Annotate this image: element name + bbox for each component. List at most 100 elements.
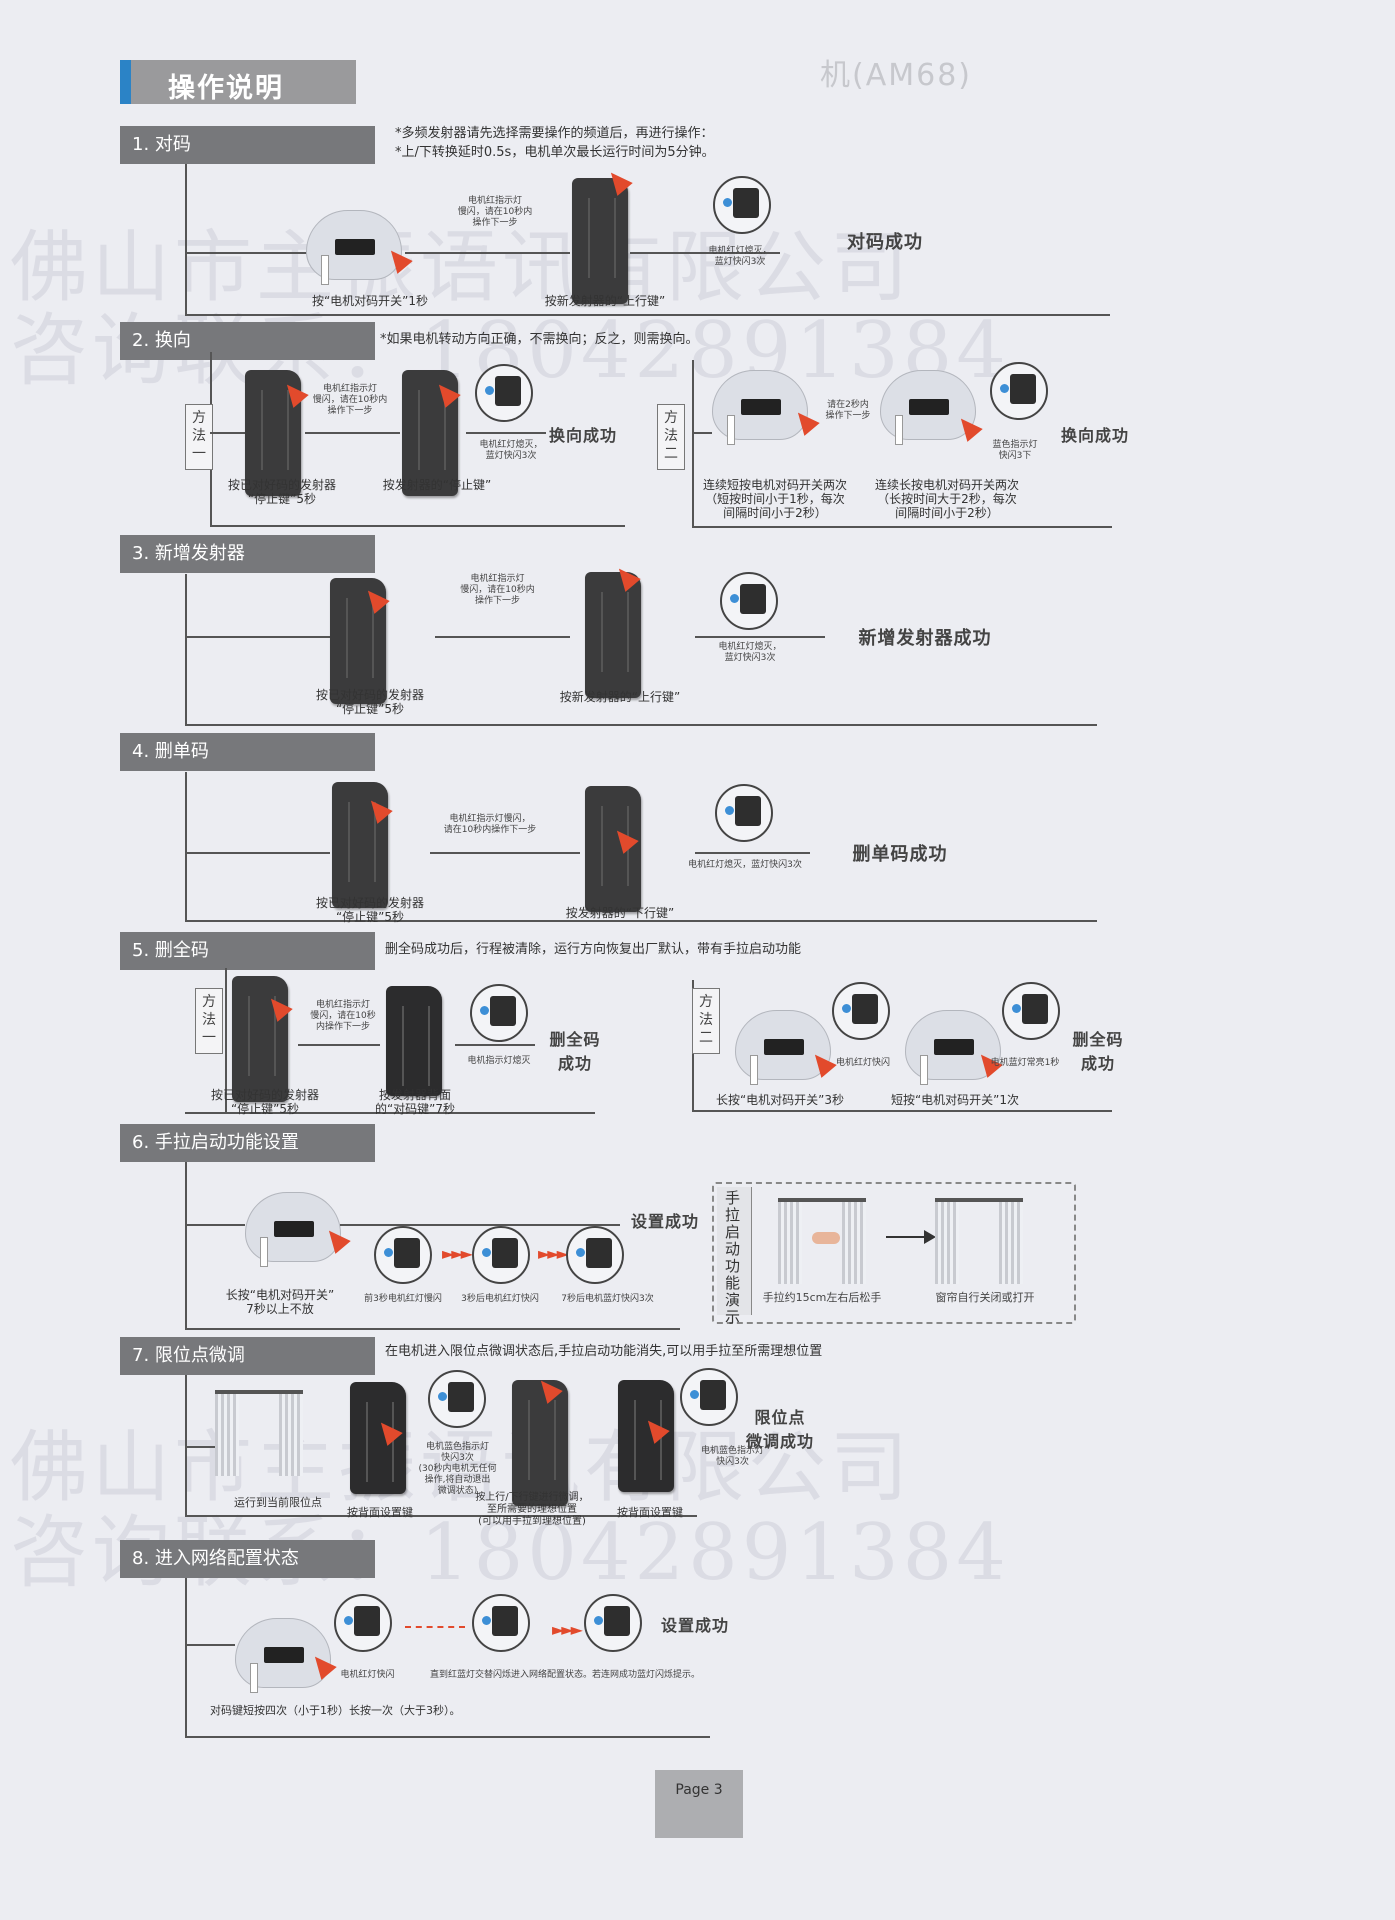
s5b-caption-2: 短按“电机对码开关”1次 [890, 1093, 1020, 1107]
s5a-status-text: 电机指示灯熄灭 [467, 1056, 531, 1066]
s7-status-2-text: 电机蓝色指示灯 快闪3次 [700, 1446, 764, 1467]
s1-motor-icon [306, 210, 402, 285]
s5-note: 删全码成功后，行程被清除，运行方向恢复出厂默认，带有手拉启动功能 [385, 942, 802, 957]
section-6-header: 6. 手拉启动功能设置 [120, 1124, 375, 1162]
s3-remote-1-icon [330, 578, 386, 704]
s8-indicator-1-icon [334, 1594, 392, 1652]
s5b-success-text: 删全码 成功 [1072, 1030, 1124, 1073]
s1-indicator-icon [713, 176, 771, 234]
s5b-motor-2-icon [905, 1010, 1001, 1085]
s5b-status-2-text: 电机蓝灯常亮1秒 [990, 1058, 1060, 1068]
s5b-indicator-2-icon [1002, 982, 1060, 1040]
s6-curtain-open-icon [935, 1198, 1023, 1288]
header-ghost-text: 机(AM68) [820, 58, 972, 93]
s1-caption-1: 按“电机对码开关”1秒 [311, 294, 429, 308]
s5a-indicator-icon [470, 984, 528, 1042]
s8-status-2-text: 直到红蓝灯交替闪烁进入网络配置状态。若连网成功蓝灯闪烁提示。 [430, 1670, 701, 1680]
s7-indicator-2-icon [680, 1368, 738, 1426]
s5a-caption-2: 按发射器背面 的“对码键”7秒 [374, 1088, 456, 1116]
s5a-remote-back-icon [386, 986, 442, 1096]
s4-remote-1-icon [332, 782, 388, 908]
s6-next-2-icon: ►►► [538, 1244, 569, 1263]
page-number-box: Page 3 [655, 1770, 743, 1838]
s3-remote-2-icon [585, 572, 641, 698]
s7-caption-2: 按背面设置键 [347, 1506, 413, 1519]
section-8-header: 8. 进入网络配置状态 [120, 1540, 375, 1578]
s7-curtain-icon [215, 1390, 303, 1480]
s6-demo-box [712, 1182, 1076, 1324]
s1-note2: *上/下转换延时0.5s，电机单次最长运行时间为5分钟。 [395, 145, 715, 160]
s2b-motor-2-icon [880, 370, 976, 445]
s4-indicator-icon [715, 784, 773, 842]
s5a-mid-text: 电机红指示灯 慢闪，请在10秒 内操作下一步 [310, 1000, 376, 1032]
s4-success-text: 删单码成功 [852, 844, 948, 865]
s4-status-text: 电机红灯熄灭，蓝灯快闪3次 [688, 860, 802, 870]
s4-caption-2: 按发射器的“下行键” [565, 906, 675, 920]
s6-success-text: 设置成功 [630, 1212, 699, 1231]
watermark-line1: 佛山市主振语讯有限公司 [10, 223, 913, 313]
s7-remote-2-icon [512, 1380, 568, 1506]
s5a-success-text: 删全码 成功 [549, 1030, 601, 1073]
s6-status-3-text: 7秒后电机蓝灯快闪3次 [561, 1294, 654, 1304]
s1-success-text: 对码成功 [847, 232, 923, 253]
s6-curtain-closed-icon [778, 1198, 866, 1288]
s4-mid-text: 电机红指示灯慢闪， 请在10秒内操作下一步 [443, 814, 537, 835]
s7-remote-back-1-icon [350, 1382, 406, 1494]
s2a-mid-text: 电机红指示灯 慢闪，请在10秒内 操作下一步 [312, 384, 388, 416]
s8-motor-icon [235, 1618, 331, 1693]
s3-status-text: 电机红灯熄灭， 蓝灯快闪3次 [718, 642, 782, 663]
s2a-status-text: 电机红灯熄灭， 蓝灯快闪3次 [479, 440, 543, 461]
section-2-header: 2. 换向 [120, 322, 375, 360]
s6-caption: 长按“电机对码开关” 7秒以上不放 [225, 1288, 335, 1316]
s1-base-line [185, 314, 1110, 316]
s5-method-1-label: 方法一 [195, 988, 223, 1054]
s3-success-text: 新增发射器成功 [858, 628, 992, 649]
s1-bracket-line [185, 164, 187, 316]
s8-dash-arrow-icon [405, 1626, 465, 1630]
s7-success-text: 限位点 微调成功 [745, 1408, 814, 1451]
s6-motor-icon [245, 1192, 341, 1267]
s2b-success-text: 换向成功 [1060, 426, 1129, 445]
s5b-caption-1: 长按“电机对码开关”3秒 [715, 1093, 845, 1107]
s2a-remote-1-icon [245, 370, 301, 496]
s4-caption-1: 按已对好码的发射器 “停止键”5秒 [315, 896, 424, 924]
s8-next-icon: ►►► [552, 1620, 583, 1639]
section-1-header: 1. 对码 [120, 126, 375, 164]
s5b-indicator-1-icon [832, 982, 890, 1040]
s8-status-1-text: 电机红灯快闪 [340, 1670, 395, 1680]
s6-demo-caption-1: 手拉约15cm左右后松手 [762, 1291, 882, 1304]
page-title-text: 操作说明 [168, 73, 284, 104]
s1-caption-2: 按新发射器的“上行键” [544, 294, 666, 308]
s2a-caption-2: 按发射器的“停止键” [382, 478, 492, 492]
s6-demo-label: 手拉启动功能演示 [725, 1189, 741, 1326]
s6-demo-label-panel [717, 1187, 752, 1315]
s6-next-1-icon: ►►► [442, 1244, 473, 1263]
s8-success-text: 设置成功 [660, 1616, 729, 1635]
s6-hand-icon [812, 1232, 840, 1244]
s7-note: 在电机进入限位点微调状态后,手拉启动功能消失,可以用手拉至所需理想位置 [385, 1344, 823, 1359]
s2a-caption-1: 按已对好码的发射器 “停止键”5秒 [227, 478, 336, 506]
s7-caption-3: 按上行/下行键进行微调， 至所需要的理想位置 (可以用手拉到理想位置) [475, 1492, 589, 1527]
s5b-status-1-text: 电机红灯快闪 [835, 1058, 890, 1068]
s1-mid-text: 电机红指示灯 慢闪，请在10秒内 操作下一步 [457, 196, 533, 228]
s6-indicator-1-icon [374, 1226, 432, 1284]
s2b-indicator-icon [990, 362, 1048, 420]
title-accent-bar [120, 60, 131, 104]
s4-remote-2-icon [585, 786, 641, 912]
s2-method-1-label: 方法一 [185, 404, 213, 470]
s8-indicator-2-icon [472, 1594, 530, 1652]
s5-method-2-label: 方法二 [692, 988, 720, 1054]
section-3-header: 3. 新增发射器 [120, 535, 375, 573]
s2b-caption-1: 连续短按电机对码开关两次 （短按时间小于1秒，每次 间隔时间小于2秒） [702, 478, 847, 520]
s2a-success-text: 换向成功 [548, 426, 617, 445]
s5a-remote-1-icon [232, 976, 288, 1102]
s2a-remote-2-icon [402, 370, 458, 496]
s5b-motor-1-icon [735, 1010, 831, 1085]
s7-remote-back-2-icon [618, 1380, 674, 1492]
section-5-header: 5. 删全码 [120, 932, 375, 970]
s3-mid-text: 电机红指示灯 慢闪，请在10秒内 操作下一步 [460, 574, 535, 606]
section-4-header: 4. 删单码 [120, 733, 375, 771]
s7-caption-1: 运行到当前限位点 [234, 1496, 322, 1509]
s2a-indicator-icon [475, 364, 533, 422]
s3-caption-2: 按新发射器的“上行键” [559, 690, 681, 704]
